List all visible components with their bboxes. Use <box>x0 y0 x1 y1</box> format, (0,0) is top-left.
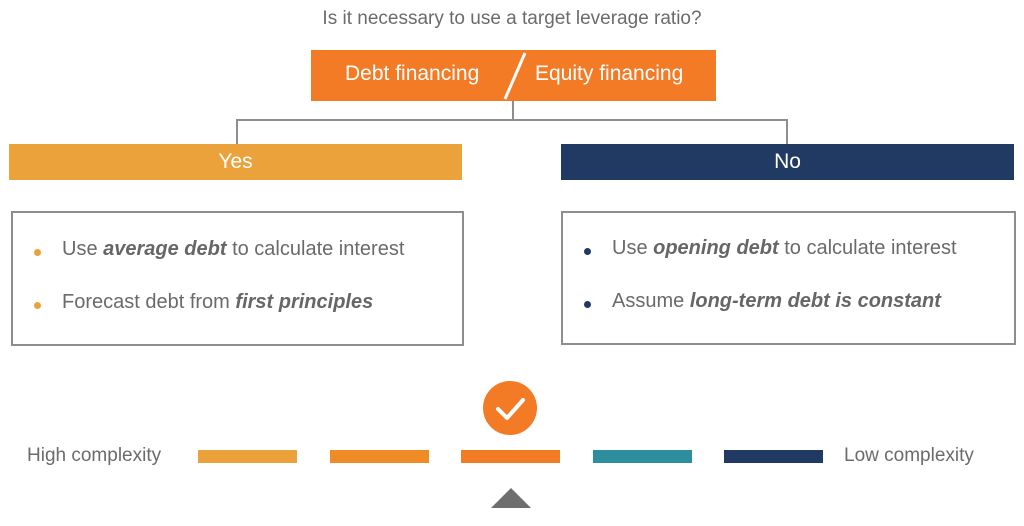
question-text: Is it necessary to use a target leverage… <box>322 8 702 29</box>
bullet-dot <box>584 301 591 308</box>
list-item: Use opening debt to calculate interest <box>612 237 957 259</box>
complexity-bar-3 <box>461 450 560 463</box>
yes-panel: Use average debt to calculate interest F… <box>11 211 464 346</box>
yes-branch-header: Yes <box>9 144 462 180</box>
checkmark-icon <box>483 381 537 435</box>
complexity-bar-4 <box>593 450 692 463</box>
complexity-bar-5 <box>724 450 823 463</box>
bullet-dot <box>584 248 591 255</box>
complexity-bar-2 <box>330 450 429 463</box>
tree-connector <box>236 101 788 144</box>
high-complexity-label: High complexity <box>27 445 162 466</box>
no-branch-header: No <box>561 144 1014 180</box>
financing-box: Debt financing Equity financing <box>311 50 716 101</box>
triangle-pointer-icon <box>491 488 531 508</box>
no-panel: Use opening debt to calculate interest A… <box>561 211 1016 345</box>
bullet-dot <box>34 249 41 256</box>
equity-financing-label: Equity financing <box>535 62 684 85</box>
slash-divider <box>503 52 527 100</box>
list-item: Forecast debt from first principles <box>62 291 374 313</box>
complexity-bar-1 <box>198 450 297 463</box>
list-item: Assume long-term debt is constant <box>612 290 941 312</box>
low-complexity-label: Low complexity <box>844 445 974 466</box>
list-item: Use average debt to calculate interest <box>62 238 405 260</box>
debt-financing-label: Debt financing <box>345 62 480 85</box>
bullet-dot <box>34 302 41 309</box>
